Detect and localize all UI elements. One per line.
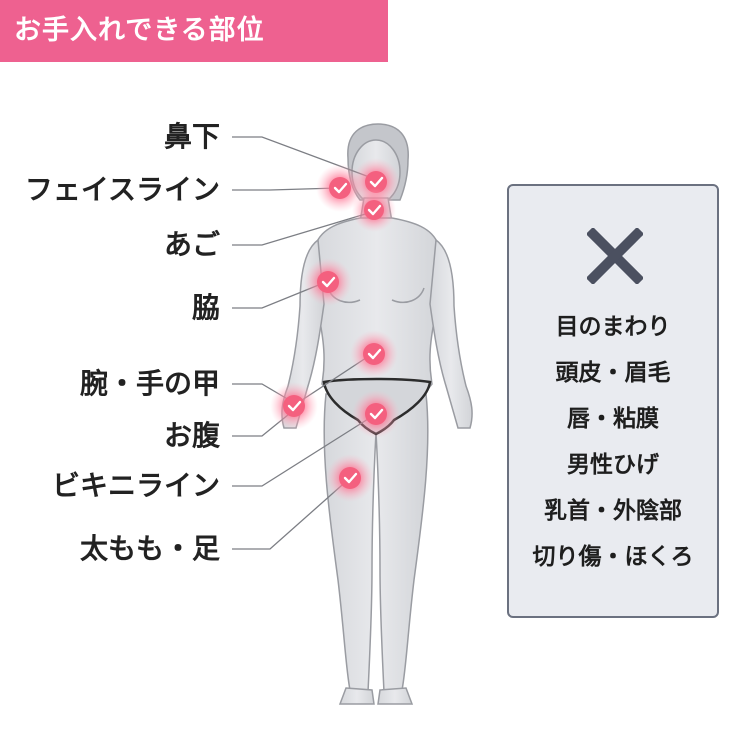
check-mark-icon xyxy=(304,258,352,306)
check-mark-icon xyxy=(326,454,374,502)
treatment-markers xyxy=(270,158,400,502)
excluded-item: 男性ひげ xyxy=(567,452,659,478)
area-label-nose-under: 鼻下 xyxy=(163,120,220,153)
check-mark-icon xyxy=(352,390,400,438)
area-label-chin: あご xyxy=(163,228,220,261)
excluded-item: 唇・粘膜 xyxy=(567,406,659,432)
excluded-item: 切り傷・ほくろ xyxy=(532,544,694,570)
check-mark-icon xyxy=(316,164,364,212)
excluded-item: 乳首・外陰部 xyxy=(544,498,682,524)
cross-icon xyxy=(587,228,643,284)
header-band: お手入れできる部位 xyxy=(0,0,388,62)
area-label-bikini-line: ビキニライン xyxy=(51,469,220,502)
excluded-item: 目のまわり xyxy=(555,314,671,340)
area-label-armpit: 脇 xyxy=(191,291,220,324)
check-mark-icon xyxy=(270,382,318,430)
excluded-list: 目のまわり 頭皮・眉毛 唇・粘膜 男性ひげ 乳首・外陰部 切り傷・ほくろ xyxy=(509,304,717,580)
excluded-areas-panel: 目のまわり 頭皮・眉毛 唇・粘膜 男性ひげ 乳首・外陰部 切り傷・ほくろ xyxy=(507,184,719,618)
area-label-thigh-leg: 太もも・足 xyxy=(79,532,220,565)
excluded-item: 頭皮・眉毛 xyxy=(555,360,671,386)
area-label-belly: お腹 xyxy=(163,419,220,452)
check-mark-icon xyxy=(352,188,396,232)
check-mark-icon xyxy=(350,330,398,378)
area-label-face-line: フェイスライン xyxy=(24,173,220,206)
page-title: お手入れできる部位 xyxy=(14,15,265,46)
area-label-arm-hand: 腕・手の甲 xyxy=(79,367,220,400)
